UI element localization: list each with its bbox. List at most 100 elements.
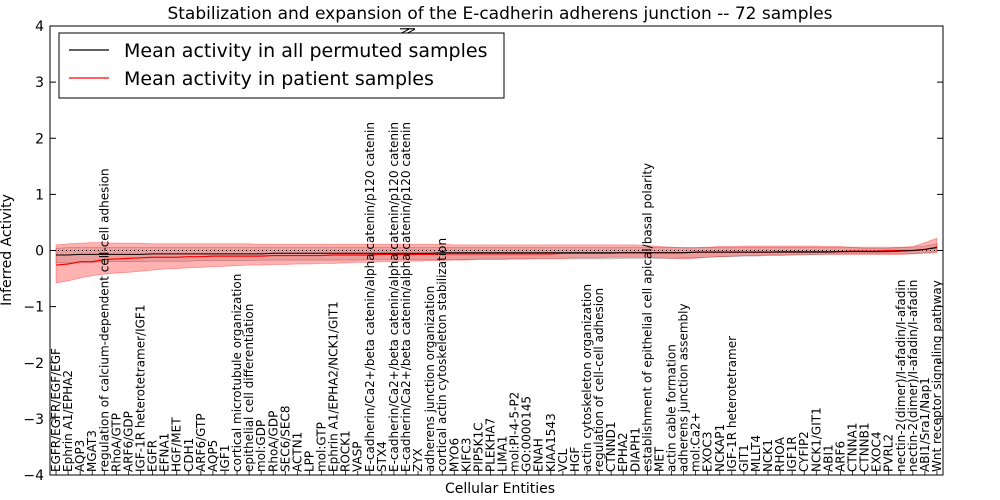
y-tick-label: 1 (35, 187, 44, 203)
y-tick-label: 3 (35, 75, 44, 91)
x-tick-label: KIAA1543 (544, 413, 558, 472)
x-tick-label: CYFIP2 (797, 431, 811, 472)
x-tick-label: ACTN1 (290, 432, 304, 472)
x-tick-label: AQP3 (73, 440, 87, 472)
x-tick-label: CTNNB1 (858, 422, 872, 472)
x-tick-label: cortical microtubule organization (230, 274, 244, 472)
clipped-label: N (404, 27, 418, 36)
y-tick-label: 2 (35, 131, 44, 147)
x-tick-label: PVRL2 (882, 434, 896, 472)
legend: Mean activity in all permuted samplesMea… (58, 32, 505, 99)
x-tick-label: regulation of cell-cell adhesion (592, 288, 606, 472)
x-tick-label: nectin-2(dimer)/I-afadin/I-afadin (894, 280, 908, 472)
x-tick-label: ABI1/Sra1/Nap1 (918, 377, 932, 472)
x-tick-label: IGF-1R heterotetramer (725, 336, 739, 472)
permuted-mean-line (56, 247, 938, 256)
x-tick-label: EXOC3 (701, 432, 715, 473)
x-tick-label: HGF (568, 447, 582, 472)
x-tick-label: MYO6 (447, 438, 461, 472)
x-tick-label: MET (652, 446, 666, 472)
x-tick-label: IGF-1R heterotetramer/IGF1 (134, 305, 148, 472)
x-tick-label: ARF6/GTP (194, 413, 208, 472)
clipped-labels: NN (398, 27, 418, 36)
y-tick-label: 4 (35, 19, 44, 35)
x-tick-label: HGF/MET (170, 417, 184, 472)
x-tick-label: GIT1 (737, 444, 751, 472)
y-tick-label: −4 (23, 468, 44, 484)
x-tick-label: ABI1 (821, 444, 835, 472)
x-tick-label: epithelial cell differentiation (242, 304, 256, 472)
x-tick-label: AQP5 (206, 440, 220, 472)
x-tick-label: regulation of calcium-dependent cell-cel… (97, 168, 111, 472)
clipped-label: N (398, 27, 412, 36)
x-tick-label: KIFC3 (459, 438, 473, 472)
patient-mean-line (55, 246, 938, 266)
patient-band (55, 237, 938, 284)
x-axis-label: Cellular Entities (445, 481, 555, 497)
x-tick-label: E-cadherin/Ca2+/beta catenin/alpha caten… (399, 122, 413, 472)
x-tick-label: mol:PI-4-5-P2 (508, 392, 522, 472)
x-tick-label: RhoA/GTP (109, 413, 123, 472)
x-tick-label: RhoA/GDP (266, 411, 280, 472)
x-tick-label: actin cable formation (664, 344, 678, 472)
x-tick-label: NCK1 (761, 439, 775, 472)
x-tick-label: GO:0000145 (520, 396, 534, 472)
y-tick-label: −2 (23, 356, 44, 372)
x-tick-label: VASP (351, 441, 365, 472)
legend-label: Mean activity in patient samples (124, 68, 434, 90)
x-tick-label: LPP (302, 451, 316, 472)
x-tick-label: EPHA2 (616, 432, 630, 472)
x-tick-label: DIAPH1 (628, 427, 642, 472)
x-tick-label: STX4 (375, 441, 389, 472)
y-axis-label: Inferred Activity (0, 194, 15, 306)
x-tick-label: EXOC4 (870, 432, 884, 473)
x-tick-label: establishment of epithelial cell apical/… (640, 163, 654, 472)
x-tick-label: E-cadherin/Ca2+/beta catenin/alpha caten… (363, 122, 377, 472)
x-tick-label: CTNNA1 (845, 422, 859, 472)
y-tick-label: −3 (23, 412, 44, 428)
x-tick-label: ZYX (411, 448, 425, 472)
x-tick-label: NCKAP1 (713, 424, 727, 472)
x-tick-label: actin cytoskeleton organization (580, 284, 594, 472)
x-tick-label: CTNND1 (604, 421, 618, 472)
x-tick-label: mol:GDP (254, 420, 268, 472)
x-tick-label: PLEKHA7 (483, 418, 497, 472)
x-tick-label: EFNA1 (158, 433, 172, 472)
x-tick-label: Ephrin A1/EPHA2 (61, 370, 75, 472)
x-tick-label: PIP5K1C (471, 422, 485, 472)
x-tick-label: ROCK1 (339, 430, 353, 472)
x-tick-label: ARF6/GDP (121, 411, 135, 472)
x-tick-label: VCL (556, 448, 570, 472)
x-tick-label: SEC6/SEC8 (278, 406, 292, 472)
plot-area (49, 25, 944, 476)
x-tick-label: cortical actin cytoskeleton stabilizatio… (435, 238, 449, 472)
legend-label: Mean activity in all permuted samples (124, 40, 487, 62)
x-tick-label: NCK1/GIT1 (809, 407, 823, 472)
x-tick-label: MGAT3 (85, 430, 99, 472)
x-tick-label: adherens junction organization (423, 286, 437, 472)
x-tick-label: IGF1R (785, 436, 799, 472)
x-tick-label: E-cadherin/Ca2+/beta catenin/alpha caten… (387, 122, 401, 472)
y-axis: −4 −3 −2 −1 0 1 2 3 4 (23, 19, 943, 484)
x-tick-label: IGF1 (218, 445, 232, 472)
x-tick-label: Wnt receptor signaling pathway (930, 280, 944, 472)
x-tick-label: nectin-2(dimer)/I-afadin/I-afadin (906, 280, 920, 472)
x-tick-label: ENAH (532, 438, 546, 472)
x-tick-label: LIMA1 (496, 436, 510, 472)
legend-box (58, 32, 505, 99)
x-tick-label: MLLT4 (749, 435, 763, 472)
x-tick-label: EGFR (146, 440, 160, 472)
x-tick-label: CDH1 (182, 438, 196, 472)
x-tick-label: RHOA (773, 436, 787, 472)
x-tick-label: adherens junction assembly (677, 303, 691, 472)
y-tick-label: −1 (23, 300, 44, 316)
x-tick-label: EGFR/EGFR/EGF/EGF (49, 348, 63, 472)
x-tick-label: Ephrin A1/EPHA2/NCK1/GIT1 (327, 301, 341, 472)
x-tick-label: mol:GTP (315, 422, 329, 472)
x-tick-label: mol:Ca2+ (689, 412, 703, 472)
x-tick-label: ARF6 (833, 441, 847, 472)
y-tick-label: 0 (35, 244, 44, 260)
chart-title: Stabilization and expansion of the E-cad… (167, 4, 832, 24)
